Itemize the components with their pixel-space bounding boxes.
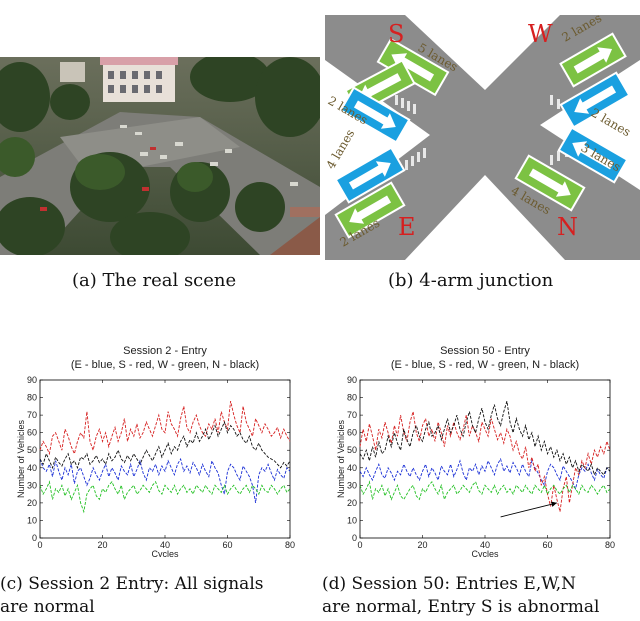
y-tick-label: 70 <box>27 410 37 420</box>
x-axis-label: Cycles <box>151 549 179 557</box>
y-tick-label: 70 <box>347 410 357 420</box>
y-tick-label: 50 <box>347 445 357 455</box>
lanes-w-right: 2 lanes <box>589 105 634 139</box>
y-tick-label: 90 <box>347 375 357 385</box>
chart-title: Session 2 - Entry <box>123 345 207 357</box>
series-line-W <box>359 480 611 501</box>
x-axis-label: Cycles <box>471 549 499 557</box>
x-tick-label: 40 <box>160 540 170 550</box>
y-tick-label: 60 <box>27 428 37 438</box>
annotation-arrow <box>500 502 557 518</box>
caption-d-line1: (d) Session 50: Entries E,W,N <box>322 574 577 594</box>
plot-area <box>359 379 611 539</box>
x-tick-label: 0 <box>357 540 362 550</box>
arrow-n-blue <box>557 126 629 184</box>
y-tick-label: 0 <box>32 533 37 543</box>
dir-n: N <box>557 213 578 241</box>
arrow-e-blue-lower <box>334 146 406 204</box>
x-tick-label: 0 <box>37 540 42 550</box>
series-line-S <box>359 411 611 512</box>
y-tick-label: 60 <box>347 428 357 438</box>
caption-c-line1: (c) Session 2 Entry: All signals <box>0 574 264 594</box>
y-tick-label: 10 <box>27 515 37 525</box>
y-tick-label: 20 <box>27 498 37 508</box>
y-axis-label: Number of Vehicles <box>336 419 346 498</box>
y-tick-label: 0 <box>352 533 357 543</box>
plot-area <box>39 379 291 539</box>
chart-session-50: Session 50 - Entry (E - blue, S - red, W … <box>336 345 615 557</box>
dir-e: E <box>398 213 416 241</box>
series-line-S <box>39 400 291 456</box>
lanes-e-left: 4 lanes <box>325 127 357 172</box>
y-tick-label: 40 <box>347 463 357 473</box>
x-tick-label: 20 <box>417 540 427 550</box>
series-line-N <box>359 400 611 477</box>
y-tick-label: 10 <box>347 515 357 525</box>
y-tick-label: 30 <box>347 480 357 490</box>
chart-subtitle: (E - blue, S - red, W - green, N - black… <box>391 359 579 371</box>
caption-a: (a) The real scene <box>72 270 237 291</box>
crosswalks <box>395 95 568 170</box>
series-line-E <box>39 457 291 503</box>
caption-b: (b) 4-arm junction <box>388 270 554 291</box>
chart-title: Session 50 - Entry <box>440 345 530 357</box>
arrow-e-blue-center <box>339 86 411 144</box>
y-axis-label: Number of Vehicles <box>16 419 26 498</box>
x-tick-label: 40 <box>480 540 490 550</box>
y-tick-label: 30 <box>27 480 37 490</box>
y-tick-label: 80 <box>27 393 37 403</box>
arrow-w-green-top <box>559 32 627 88</box>
real-scene-image <box>0 57 320 255</box>
series-line-E <box>359 457 611 491</box>
y-tick-label: 80 <box>347 393 357 403</box>
series-line-N <box>39 420 291 470</box>
x-tick-label: 80 <box>285 540 295 550</box>
y-tick-label: 40 <box>27 463 37 473</box>
y-tick-label: 20 <box>347 498 357 508</box>
chart-subtitle: (E - blue, S - red, W - green, N - black… <box>71 359 259 371</box>
y-tick-label: 50 <box>27 445 37 455</box>
y-tick-label: 90 <box>27 375 37 385</box>
arrow-e-green-bottom <box>334 181 406 239</box>
caption-c-line2: are normal <box>0 597 95 617</box>
x-tick-label: 80 <box>605 540 615 550</box>
caption-d-line2: are normal, Entry S is abnormal <box>322 597 600 617</box>
annotation-arrow-head <box>551 501 557 507</box>
arrow-w-blue-right <box>559 71 631 129</box>
dir-w: W <box>528 20 553 48</box>
x-tick-label: 60 <box>542 540 552 550</box>
x-tick-label: 20 <box>97 540 107 550</box>
junction-diagram: S W E N 5 lanes 2 lanes 2 lanes 4 lanes … <box>323 11 640 260</box>
series-line-W <box>39 480 291 514</box>
arrow-n-green <box>514 154 586 212</box>
dir-s: S <box>388 20 404 48</box>
real-scene-photo <box>0 57 320 255</box>
x-tick-label: 60 <box>222 540 232 550</box>
chart-session-2: Session 2 - Entry (E - blue, S - red, W -… <box>16 345 295 557</box>
